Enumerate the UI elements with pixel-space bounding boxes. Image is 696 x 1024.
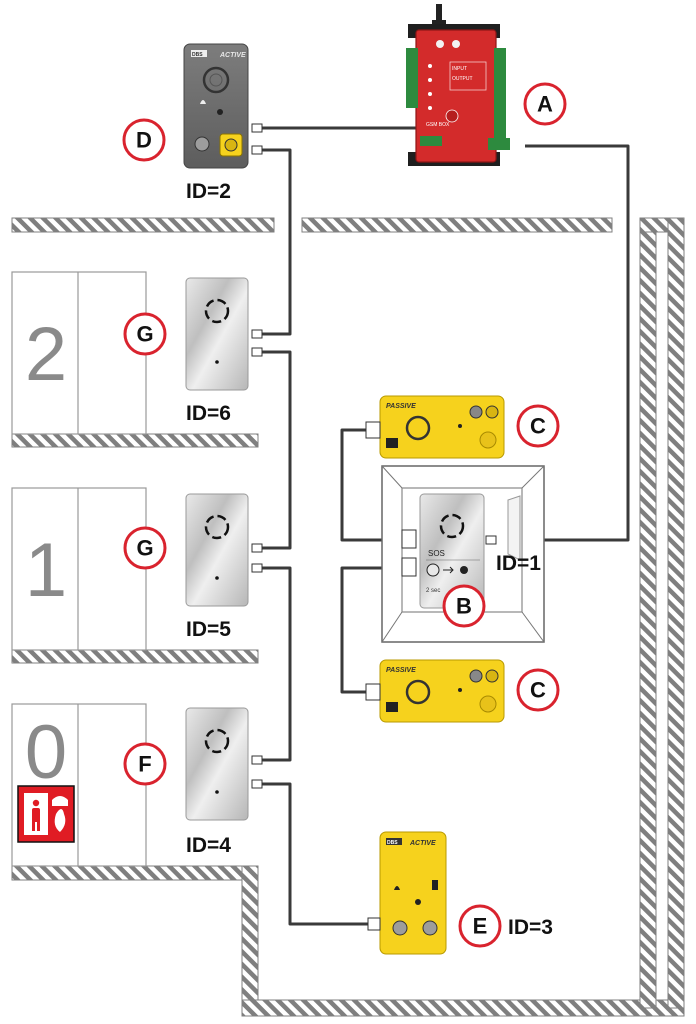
cable-g5-f	[262, 566, 292, 762]
marker-g-top: G	[123, 312, 167, 356]
floor-slab-1	[11, 649, 259, 664]
marker-c-bottom: C	[516, 668, 560, 712]
panel-b-id1: SOS 2 sec	[401, 493, 497, 609]
speaker-grille-icon	[204, 298, 230, 324]
svg-text:G: G	[136, 536, 153, 561]
cable-d-g6	[262, 148, 292, 336]
connector-icon	[365, 421, 381, 439]
floor-number-0: 0	[25, 710, 67, 795]
floor-slab-2	[11, 433, 259, 448]
svg-text:DBS: DBS	[387, 840, 398, 846]
cable-g6-g5	[262, 350, 292, 550]
firefighter-lift-sign-icon	[17, 785, 75, 843]
cable-f-e	[262, 782, 374, 926]
button-icon	[392, 920, 408, 936]
speaker-grille-icon	[204, 514, 230, 540]
svg-text:PASSIVE: PASSIVE	[386, 403, 416, 410]
svg-text:DBS: DBS	[192, 52, 203, 58]
connector-icon	[251, 779, 263, 789]
marker-b: B	[442, 584, 486, 628]
connector-icon	[485, 535, 497, 545]
connector-icon	[251, 329, 263, 339]
controller-unit-a: INPUT OUTPUT GSM BOX	[406, 4, 510, 166]
svg-text:F: F	[138, 752, 151, 777]
marker-d: D	[122, 118, 166, 162]
bell-icon	[200, 100, 206, 104]
id-label-g-middle: ID=5	[186, 618, 231, 641]
bell-icon	[394, 886, 400, 890]
id-label-f: ID=4	[186, 834, 231, 857]
passive-unit-c-top: PASSIVE	[365, 395, 505, 459]
id-label-d: ID=2	[186, 180, 231, 203]
svg-text:G: G	[136, 322, 153, 347]
arrow-right-icon	[443, 566, 454, 574]
svg-text:C: C	[530, 678, 546, 703]
svg-text:INPUT: INPUT	[452, 66, 467, 72]
cable-b-c-top	[340, 428, 404, 542]
active-unit-d: DBS ACTIVE	[183, 43, 263, 169]
svg-text:SOS: SOS	[428, 549, 445, 558]
shaft-wall-right-inner	[639, 217, 657, 1009]
id-label-e: ID=3	[508, 916, 553, 939]
shaft-floor	[241, 999, 685, 1017]
wall-top-left	[11, 217, 275, 233]
connector-icon	[251, 755, 263, 765]
svg-text:GSM BOX: GSM BOX	[426, 122, 450, 128]
floor-number-2: 2	[25, 312, 67, 397]
connector-icon	[251, 347, 263, 357]
cable-a-b	[494, 144, 630, 542]
svg-text:2 sec: 2 sec	[426, 588, 440, 594]
svg-text:ACTIVE: ACTIVE	[219, 52, 246, 59]
marker-e: E	[458, 904, 502, 948]
cable-b-c-bottom	[340, 566, 404, 694]
connector-icon	[367, 917, 381, 931]
passive-unit-c-bottom: PASSIVE	[365, 659, 505, 723]
connector-icon	[251, 145, 263, 155]
connector-icon	[401, 529, 417, 549]
panel-g-id5	[185, 493, 263, 607]
svg-text:E: E	[473, 914, 488, 939]
active-unit-e: DBS ACTIVE	[367, 831, 447, 955]
panel-g-id6	[185, 277, 263, 391]
svg-text:D: D	[136, 128, 152, 153]
marker-c-top: C	[516, 404, 560, 448]
panel-f-id4	[185, 707, 263, 821]
sos-button-icon	[426, 563, 440, 577]
floor-0-doors: 0	[11, 703, 147, 867]
shaft-wall-right-outer	[667, 217, 685, 1009]
cables	[262, 126, 630, 926]
shaft-wall-bottom-left	[241, 865, 259, 1017]
marker-f: F	[123, 742, 167, 786]
connector-icon	[251, 123, 263, 133]
button-icon	[422, 920, 438, 936]
speaker-icon	[202, 66, 230, 94]
marker-a: A	[523, 82, 567, 126]
svg-text:ACTIVE: ACTIVE	[409, 840, 436, 847]
connector-icon	[251, 543, 263, 553]
id-label-b: ID=1	[496, 552, 541, 575]
connector-icon	[365, 683, 381, 701]
floor-2-doors: 2	[11, 271, 147, 435]
antenna-icon	[436, 4, 442, 34]
building-walls	[11, 217, 685, 1017]
floor-slab-0	[11, 865, 259, 881]
svg-text:OUTPUT: OUTPUT	[452, 76, 473, 82]
floor-number-1: 1	[25, 528, 67, 613]
speaker-icon	[405, 415, 431, 441]
speaker-icon	[405, 679, 431, 705]
marker-g-middle: G	[123, 526, 167, 570]
svg-text:A: A	[537, 92, 553, 117]
id-label-g-top: ID=6	[186, 402, 231, 425]
svg-text:B: B	[456, 594, 472, 619]
speaker-grille-icon	[204, 728, 230, 754]
floor-1-doors: 1	[11, 487, 147, 651]
wall-top-right	[301, 217, 613, 233]
button-icon	[194, 136, 210, 152]
connector-icon	[401, 557, 417, 577]
speaker-grille-icon	[439, 513, 465, 539]
connector-icon	[251, 563, 263, 573]
svg-text:PASSIVE: PASSIVE	[386, 667, 416, 674]
svg-text:C: C	[530, 414, 546, 439]
